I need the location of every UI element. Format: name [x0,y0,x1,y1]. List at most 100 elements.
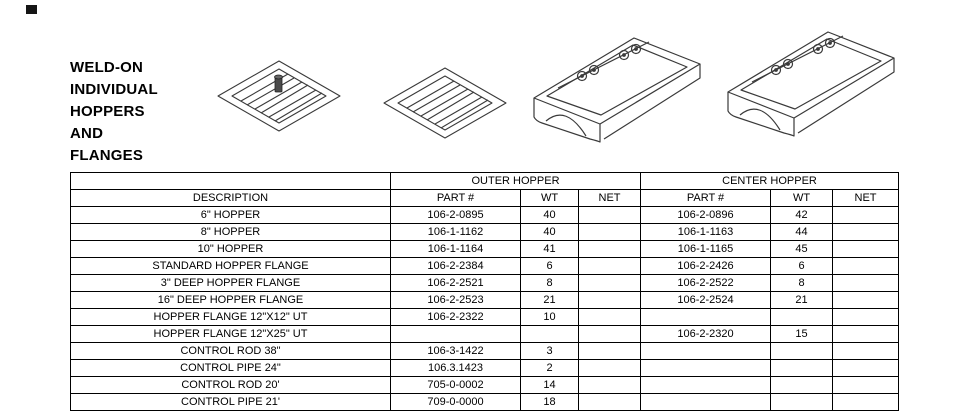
center-part-cell [640,376,772,394]
table-row: STANDARD HOPPER FLANGE 106-2-2384 6 106-… [70,257,900,275]
description-header: DESCRIPTION [70,189,391,207]
description-cell: HOPPER FLANGE 12"X12" UT [70,308,391,326]
outer-part-cell: 106-2-2521 [390,274,521,292]
table-row: 6" HOPPER 106-2-0895 40 106-2-0896 42 [70,206,900,224]
center-part-cell: 106-2-2522 [640,274,772,292]
table-row: CONTROL PIPE 24" 106.3.1423 2 [70,359,900,377]
center-wt-header: WT [770,189,834,207]
center-part-cell: 106-1-1165 [640,240,772,258]
center-wt-cell [770,342,834,360]
table-row: 8" HOPPER 106-1-1162 40 106-1-1163 44 [70,223,900,241]
outer-wt-cell: 21 [520,291,579,309]
outer-wt-cell: 3 [520,342,579,360]
outer-part-cell [390,325,521,343]
outer-wt-cell: 40 [520,223,579,241]
center-part-cell [640,342,772,360]
description-cell: HOPPER FLANGE 12"X25" UT [70,325,391,343]
description-cell: 3" DEEP HOPPER FLANGE [70,274,391,292]
table-row: 3" DEEP HOPPER FLANGE 106-2-2521 8 106-2… [70,274,900,292]
description-cell: CONTROL PIPE 24" [70,359,391,377]
outer-net-cell [577,342,642,360]
outer-part-cell: 106.3.1423 [390,359,521,377]
center-part-cell: 106-1-1163 [640,223,772,241]
center-net-cell [832,359,900,377]
center-wt-cell [770,359,834,377]
center-part-cell: 106-2-0896 [640,206,772,224]
outer-wt-cell: 40 [520,206,579,224]
center-part-header: PART # [640,189,772,207]
scan-artifact-mark [26,5,37,14]
description-cell: 8" HOPPER [70,223,391,241]
outer-wt-cell: 10 [520,308,579,326]
center-net-cell [832,342,900,360]
center-net-cell [832,274,900,292]
description-cell: 10" HOPPER [70,240,391,258]
center-part-cell: 106-2-2426 [640,257,772,275]
center-part-cell [640,308,772,326]
outer-part-cell: 106-2-2384 [390,257,521,275]
outer-wt-cell [520,325,579,343]
center-net-cell [832,257,900,275]
page-title-line: HOPPERS [70,103,145,120]
outer-part-cell: 106-1-1164 [390,240,521,258]
center-wt-cell [770,393,834,411]
outer-hopper-drawing [533,37,701,143]
outer-net-cell [577,206,642,224]
outer-net-cell [577,291,642,309]
outer-part-header: PART # [390,189,521,207]
description-cell: CONTROL ROD 38" [70,342,391,360]
outer-part-cell: 106-1-1162 [390,223,521,241]
table-row: 10" HOPPER 106-1-1164 41 106-1-1165 45 [70,240,900,258]
center-net-cell [832,223,900,241]
page-title-line: WELD-ON [70,59,144,76]
center-wt-cell: 6 [770,257,834,275]
center-part-cell [640,393,772,411]
outer-wt-cell: 6 [520,257,579,275]
center-net-cell [832,240,900,258]
outer-net-header: NET [577,189,642,207]
center-hopper-drawing [727,31,895,137]
outer-net-cell [577,274,642,292]
table-row: HOPPER FLANGE 12"X12" UT 106-2-2322 10 [70,308,900,326]
center-wt-cell [770,376,834,394]
center-wt-cell: 21 [770,291,834,309]
table-row: CONTROL ROD 20' 705-0-0002 14 [70,376,900,394]
outer-wt-header: WT [520,189,579,207]
table-row: HOPPER FLANGE 12"X25" UT 106-2-2320 15 [70,325,900,343]
center-hopper-group-header: CENTER HOPPER [640,172,900,190]
outer-wt-cell: 18 [520,393,579,411]
table-row: CONTROL PIPE 21' 709-0-0000 18 [70,393,900,411]
table-row: CONTROL ROD 38" 106-3-1422 3 [70,342,900,360]
table-row: 16" DEEP HOPPER FLANGE 106-2-2523 21 106… [70,291,900,309]
outer-net-cell [577,308,642,326]
outer-part-cell: 709-0-0000 [390,393,521,411]
description-cell: CONTROL PIPE 21' [70,393,391,411]
outer-net-cell [577,257,642,275]
outer-wt-cell: 8 [520,274,579,292]
center-wt-cell: 15 [770,325,834,343]
outer-wt-cell: 14 [520,376,579,394]
outer-part-cell: 106-2-2322 [390,308,521,326]
outer-part-cell: 106-3-1422 [390,342,521,360]
center-wt-cell: 8 [770,274,834,292]
flange-drawing [383,67,507,139]
corner-cell [70,172,391,190]
page-title-line: AND [70,125,104,142]
group-header-row: OUTER HOPPER CENTER HOPPER [70,172,900,190]
center-wt-cell: 44 [770,223,834,241]
center-net-cell [832,308,900,326]
center-wt-cell: 45 [770,240,834,258]
center-net-cell [832,393,900,411]
outer-net-cell [577,325,642,343]
center-part-cell: 106-2-2320 [640,325,772,343]
outer-net-cell [577,223,642,241]
description-cell: 16" DEEP HOPPER FLANGE [70,291,391,309]
page-title-line: INDIVIDUAL [70,81,158,98]
description-cell: STANDARD HOPPER FLANGE [70,257,391,275]
outer-part-cell: 106-2-0895 [390,206,521,224]
outer-wt-cell: 41 [520,240,579,258]
outer-net-cell [577,359,642,377]
description-cell: 6" HOPPER [70,206,391,224]
outer-part-cell: 705-0-0002 [390,376,521,394]
